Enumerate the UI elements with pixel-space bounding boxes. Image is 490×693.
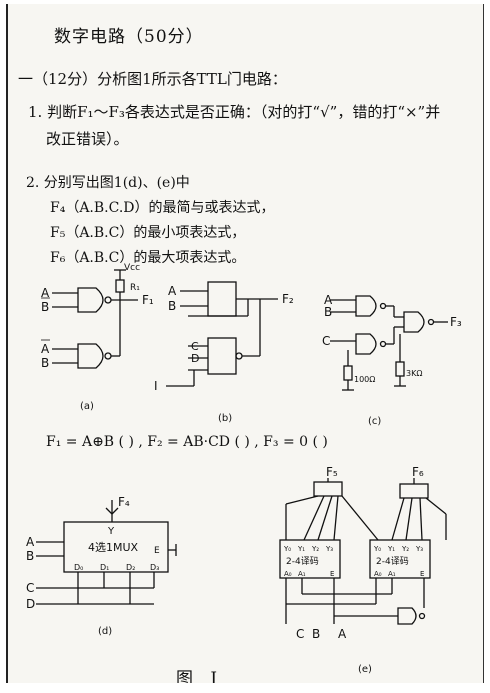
svg-text:C: C <box>26 581 34 595</box>
svg-text:A: A <box>168 284 177 298</box>
question-stem: 一（12分）分析图1所示各TTL门电路： <box>18 70 287 88</box>
circuit-diagrams: Vcc R₁ F₁ A B A B (a) A B F₂ <box>26 263 462 675</box>
svg-text:B: B <box>312 627 320 641</box>
svg-text:B: B <box>168 299 176 313</box>
svg-text:C: C <box>322 334 330 348</box>
figure-caption: 图 I <box>176 669 224 683</box>
output-f1: F₁ <box>142 293 154 307</box>
svg-text:100Ω: 100Ω <box>354 375 375 384</box>
svg-text:I: I <box>154 379 158 393</box>
svg-text:A: A <box>324 293 333 307</box>
svg-text:A: A <box>26 535 35 549</box>
figure-e: F₅ F₆ Y₀ Y₁ Y₂ Y₃ 2-4译码 Y₀ Y₁ Y₂ Y₃ 2-4译… <box>279 465 447 675</box>
f5-requirement: F₅（A.B.C）的最小项表达式， <box>50 225 246 241</box>
svg-text:D₂: D₂ <box>126 563 135 572</box>
svg-text:Y₂: Y₂ <box>311 545 319 553</box>
section-title: 数字电路（50分） <box>54 27 204 47</box>
svg-text:B: B <box>324 305 332 319</box>
answer-expressions: F₁ = A⊕B ( ) , F₂ = AB·CD ( ) , F₃ = 0 (… <box>46 434 328 450</box>
svg-text:D: D <box>191 352 199 365</box>
output-f5: F₅ <box>326 465 338 479</box>
svg-text:A₀: A₀ <box>374 570 382 578</box>
nand-gate-top <box>77 287 104 313</box>
resistor-3k <box>395 361 405 377</box>
output-f4: F₄ <box>118 495 130 509</box>
svg-text:A: A <box>41 286 50 300</box>
item1-line1: 1. 判断F₁～F₃各表达式是否正确：（对的打“√”，错的打“×”并 <box>28 103 441 121</box>
svg-text:B: B <box>26 549 34 563</box>
svg-text:Y₁: Y₁ <box>297 545 305 553</box>
svg-text:D₁: D₁ <box>100 563 109 572</box>
svg-text:B: B <box>41 300 49 314</box>
figure-d: F₄ Y 4选1MUX E A B D₀ D₁ D₂ D₃ C D (d) <box>26 495 177 637</box>
decoder-2 <box>369 539 431 579</box>
svg-text:C: C <box>191 340 199 353</box>
svg-text:C: C <box>296 627 304 641</box>
caption-d: (d) <box>98 626 112 637</box>
svg-text:Y₀: Y₀ <box>373 545 381 553</box>
inverter-bubble <box>104 296 112 304</box>
svg-text:2-4译码: 2-4译码 <box>286 556 319 567</box>
item1-line2: 改正错误）。 <box>46 130 129 148</box>
svg-text:A₁: A₁ <box>298 570 306 578</box>
caption-c: (c) <box>368 416 381 427</box>
svg-text:A₁: A₁ <box>388 570 396 578</box>
vcc-label: Vcc <box>124 263 140 273</box>
svg-text:D₀: D₀ <box>74 563 83 572</box>
exam-page: 数字电路（50分） 一（12分）分析图1所示各TTL门电路： 1. 判断F₁～F… <box>6 4 484 683</box>
mux-chip <box>63 521 169 573</box>
svg-text:D₃: D₃ <box>150 563 159 572</box>
svg-text:D: D <box>26 597 35 611</box>
svg-text:E: E <box>154 546 160 556</box>
item2-line: 2. 分别写出图1(d)、(e)中 <box>26 175 190 191</box>
output-f6: F₆ <box>412 465 424 479</box>
gate-f5 <box>313 481 343 497</box>
svg-text:Y₃: Y₃ <box>325 545 333 553</box>
svg-text:A: A <box>41 342 50 356</box>
gate-c3 <box>403 311 425 333</box>
svg-text:3KΩ: 3KΩ <box>406 369 422 378</box>
svg-text:2-4译码: 2-4译码 <box>376 556 409 567</box>
svg-text:B: B <box>41 356 49 370</box>
gate-c2 <box>355 333 377 355</box>
gate-b-top <box>207 281 237 317</box>
f6-requirement: F₆（A.B.C）的最大项表达式。 <box>50 250 246 266</box>
svg-text:A₀: A₀ <box>284 570 292 578</box>
gate-b-bottom <box>207 337 237 375</box>
caption-b: (b) <box>218 413 232 424</box>
f4-requirement: F₄（A.B.C.D）的最简与或表达式， <box>50 200 275 216</box>
figure-b: A B F₂ C D I (b) <box>154 281 294 424</box>
output-f3: F₃ <box>450 315 462 329</box>
svg-text:Y₀: Y₀ <box>283 545 291 553</box>
svg-text:Y₁: Y₁ <box>387 545 395 553</box>
pullup-resistor <box>115 279 125 293</box>
svg-text:E: E <box>420 570 424 578</box>
decoder-1 <box>279 539 341 579</box>
figure-a: Vcc R₁ F₁ A B A B (a) <box>41 263 154 412</box>
nand-gate-bottom <box>77 343 104 369</box>
inverter-e <box>397 607 417 625</box>
figure-c: A B C F₃ 100Ω 3KΩ (c) <box>322 293 462 427</box>
caption-a: (a) <box>80 401 94 412</box>
output-f2: F₂ <box>282 292 294 306</box>
svg-text:Y₂: Y₂ <box>401 545 409 553</box>
gate-c1 <box>355 295 377 317</box>
resistor-100 <box>343 365 353 381</box>
gate-f6 <box>399 483 429 499</box>
resistor-label: R₁ <box>130 283 140 293</box>
mux-label: 4选1MUX <box>88 541 139 554</box>
caption-e: (e) <box>358 664 372 675</box>
svg-text:Y₃: Y₃ <box>415 545 423 553</box>
svg-text:Y: Y <box>107 526 115 537</box>
svg-text:E: E <box>330 570 334 578</box>
svg-text:A: A <box>338 627 347 641</box>
